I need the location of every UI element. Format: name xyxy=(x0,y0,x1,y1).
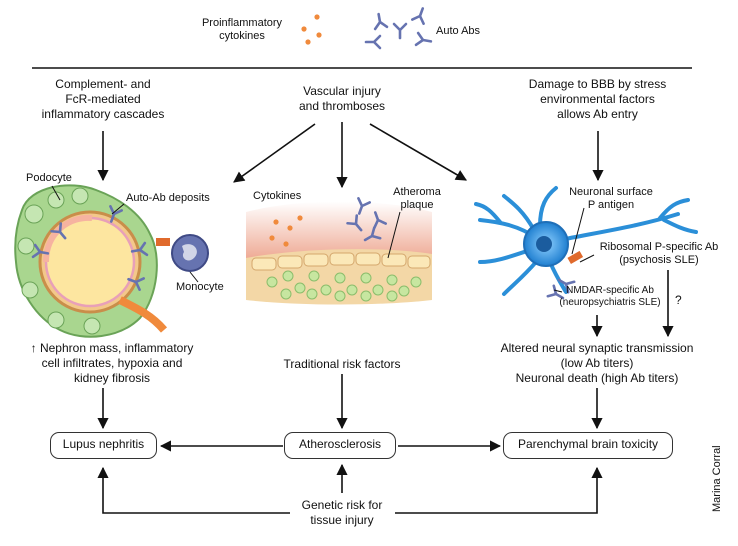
legend-cytokines-label: Proinflammatory cytokines xyxy=(192,17,292,43)
top-arrows xyxy=(97,122,674,493)
nmdar-line-1: NMDAR-specific Ab xyxy=(566,285,654,296)
right-header-line-1: Damage to BBB by stress xyxy=(528,77,667,91)
traditional-risk-label: Traditional risk factors xyxy=(283,357,401,371)
right-header-line-3: allows Ab entry xyxy=(557,107,638,121)
neuron-leader-lines xyxy=(553,207,595,293)
genetic-bracket xyxy=(97,466,603,514)
neuronal-line-2: P antigen xyxy=(587,199,635,211)
kidney-effects-line-3: kidney fibrosis xyxy=(73,371,151,385)
brain-effects: Altered neural synaptic transmission (lo… xyxy=(490,341,704,386)
monocyte-label: Monocyte xyxy=(176,281,224,293)
kidney-glomerulus-illustration xyxy=(14,184,209,338)
middle-header-line-2: and thromboses xyxy=(298,99,386,113)
left-header-line-2: FcR-mediated xyxy=(65,92,141,106)
brain-effects-line-2: (low Ab titers) xyxy=(560,356,634,370)
brain-effects-line-3: Neuronal death (high Ab titers) xyxy=(515,371,679,385)
kidney-effects-line-2: cell infiltrates, hypoxia and xyxy=(41,356,183,370)
left-header-line-1: Complement- and xyxy=(55,77,151,91)
ribosomal-line-1: Ribosomal P-specific Ab xyxy=(599,241,719,253)
kidney-leader-lines xyxy=(51,185,199,283)
question-mark: ? xyxy=(675,293,682,307)
atherosclerosis-box: Atherosclerosis xyxy=(284,432,396,459)
atheroma-leader-line xyxy=(387,211,401,259)
right-header-line-2: environmental factors xyxy=(540,92,655,106)
kidney-effects-line-1: ↑ Nephron mass, inflammatory xyxy=(30,341,194,355)
neuron-illustration xyxy=(474,186,698,305)
genetic-risk-label: Genetic risk for tissue injury xyxy=(287,498,397,528)
neuronal-surface-label: Neuronal surface P antigen xyxy=(556,186,666,212)
lupus-nephritis-box: Lupus nephritis xyxy=(50,432,157,459)
left-header: Complement- and FcR-mediated inflammator… xyxy=(33,77,173,122)
atheroma-line-1: Atheroma xyxy=(393,186,441,198)
kidney-effects: ↑ Nephron mass, inflammatory cell infilt… xyxy=(12,341,212,386)
cytokine-dots-icon xyxy=(301,14,322,45)
artist-credit: Marina Corral xyxy=(711,445,723,512)
middle-header-line-1: Vascular injury xyxy=(303,84,381,98)
podocyte-label: Podocyte xyxy=(26,172,72,184)
nmdar-ab-label: NMDAR-specific Ab (neuropsychiatris SLE) xyxy=(552,285,668,309)
middle-header: Vascular injury and thromboses xyxy=(282,84,402,114)
legend-cytokines-line-1: Proinflammatory xyxy=(201,17,283,29)
brain-effects-line-1: Altered neural synaptic transmission xyxy=(500,341,694,355)
auto-ab-deposits-label: Auto-Ab deposits xyxy=(126,192,210,204)
legend-cytokines-line-2: cytokines xyxy=(219,30,265,42)
legend-auto-abs-label: Auto Abs xyxy=(436,25,481,37)
atheroma-plaque-label: Atheroma plaque xyxy=(387,186,447,212)
nmdar-line-2: (neuropsychiatris SLE) xyxy=(559,297,661,308)
genetic-line-1: Genetic risk for xyxy=(301,498,383,512)
cytokines-label: Cytokines xyxy=(253,190,302,202)
parenchymal-brain-toxicity-box: Parenchymal brain toxicity xyxy=(503,432,673,459)
genetic-line-2: tissue injury xyxy=(310,513,374,527)
antibody-icons xyxy=(364,5,434,50)
ribosomal-line-2: (psychosis SLE) xyxy=(619,254,699,266)
left-header-line-3: inflammatory cascades xyxy=(41,107,165,121)
atheroma-line-2: plaque xyxy=(400,199,434,211)
neuronal-line-1: Neuronal surface xyxy=(569,186,653,198)
right-header: Damage to BBB by stress environmental fa… xyxy=(515,77,680,122)
ribosomal-ab-label: Ribosomal P-specific Ab (psychosis SLE) xyxy=(590,241,728,267)
atheroma-vessel-illustration xyxy=(246,197,432,305)
